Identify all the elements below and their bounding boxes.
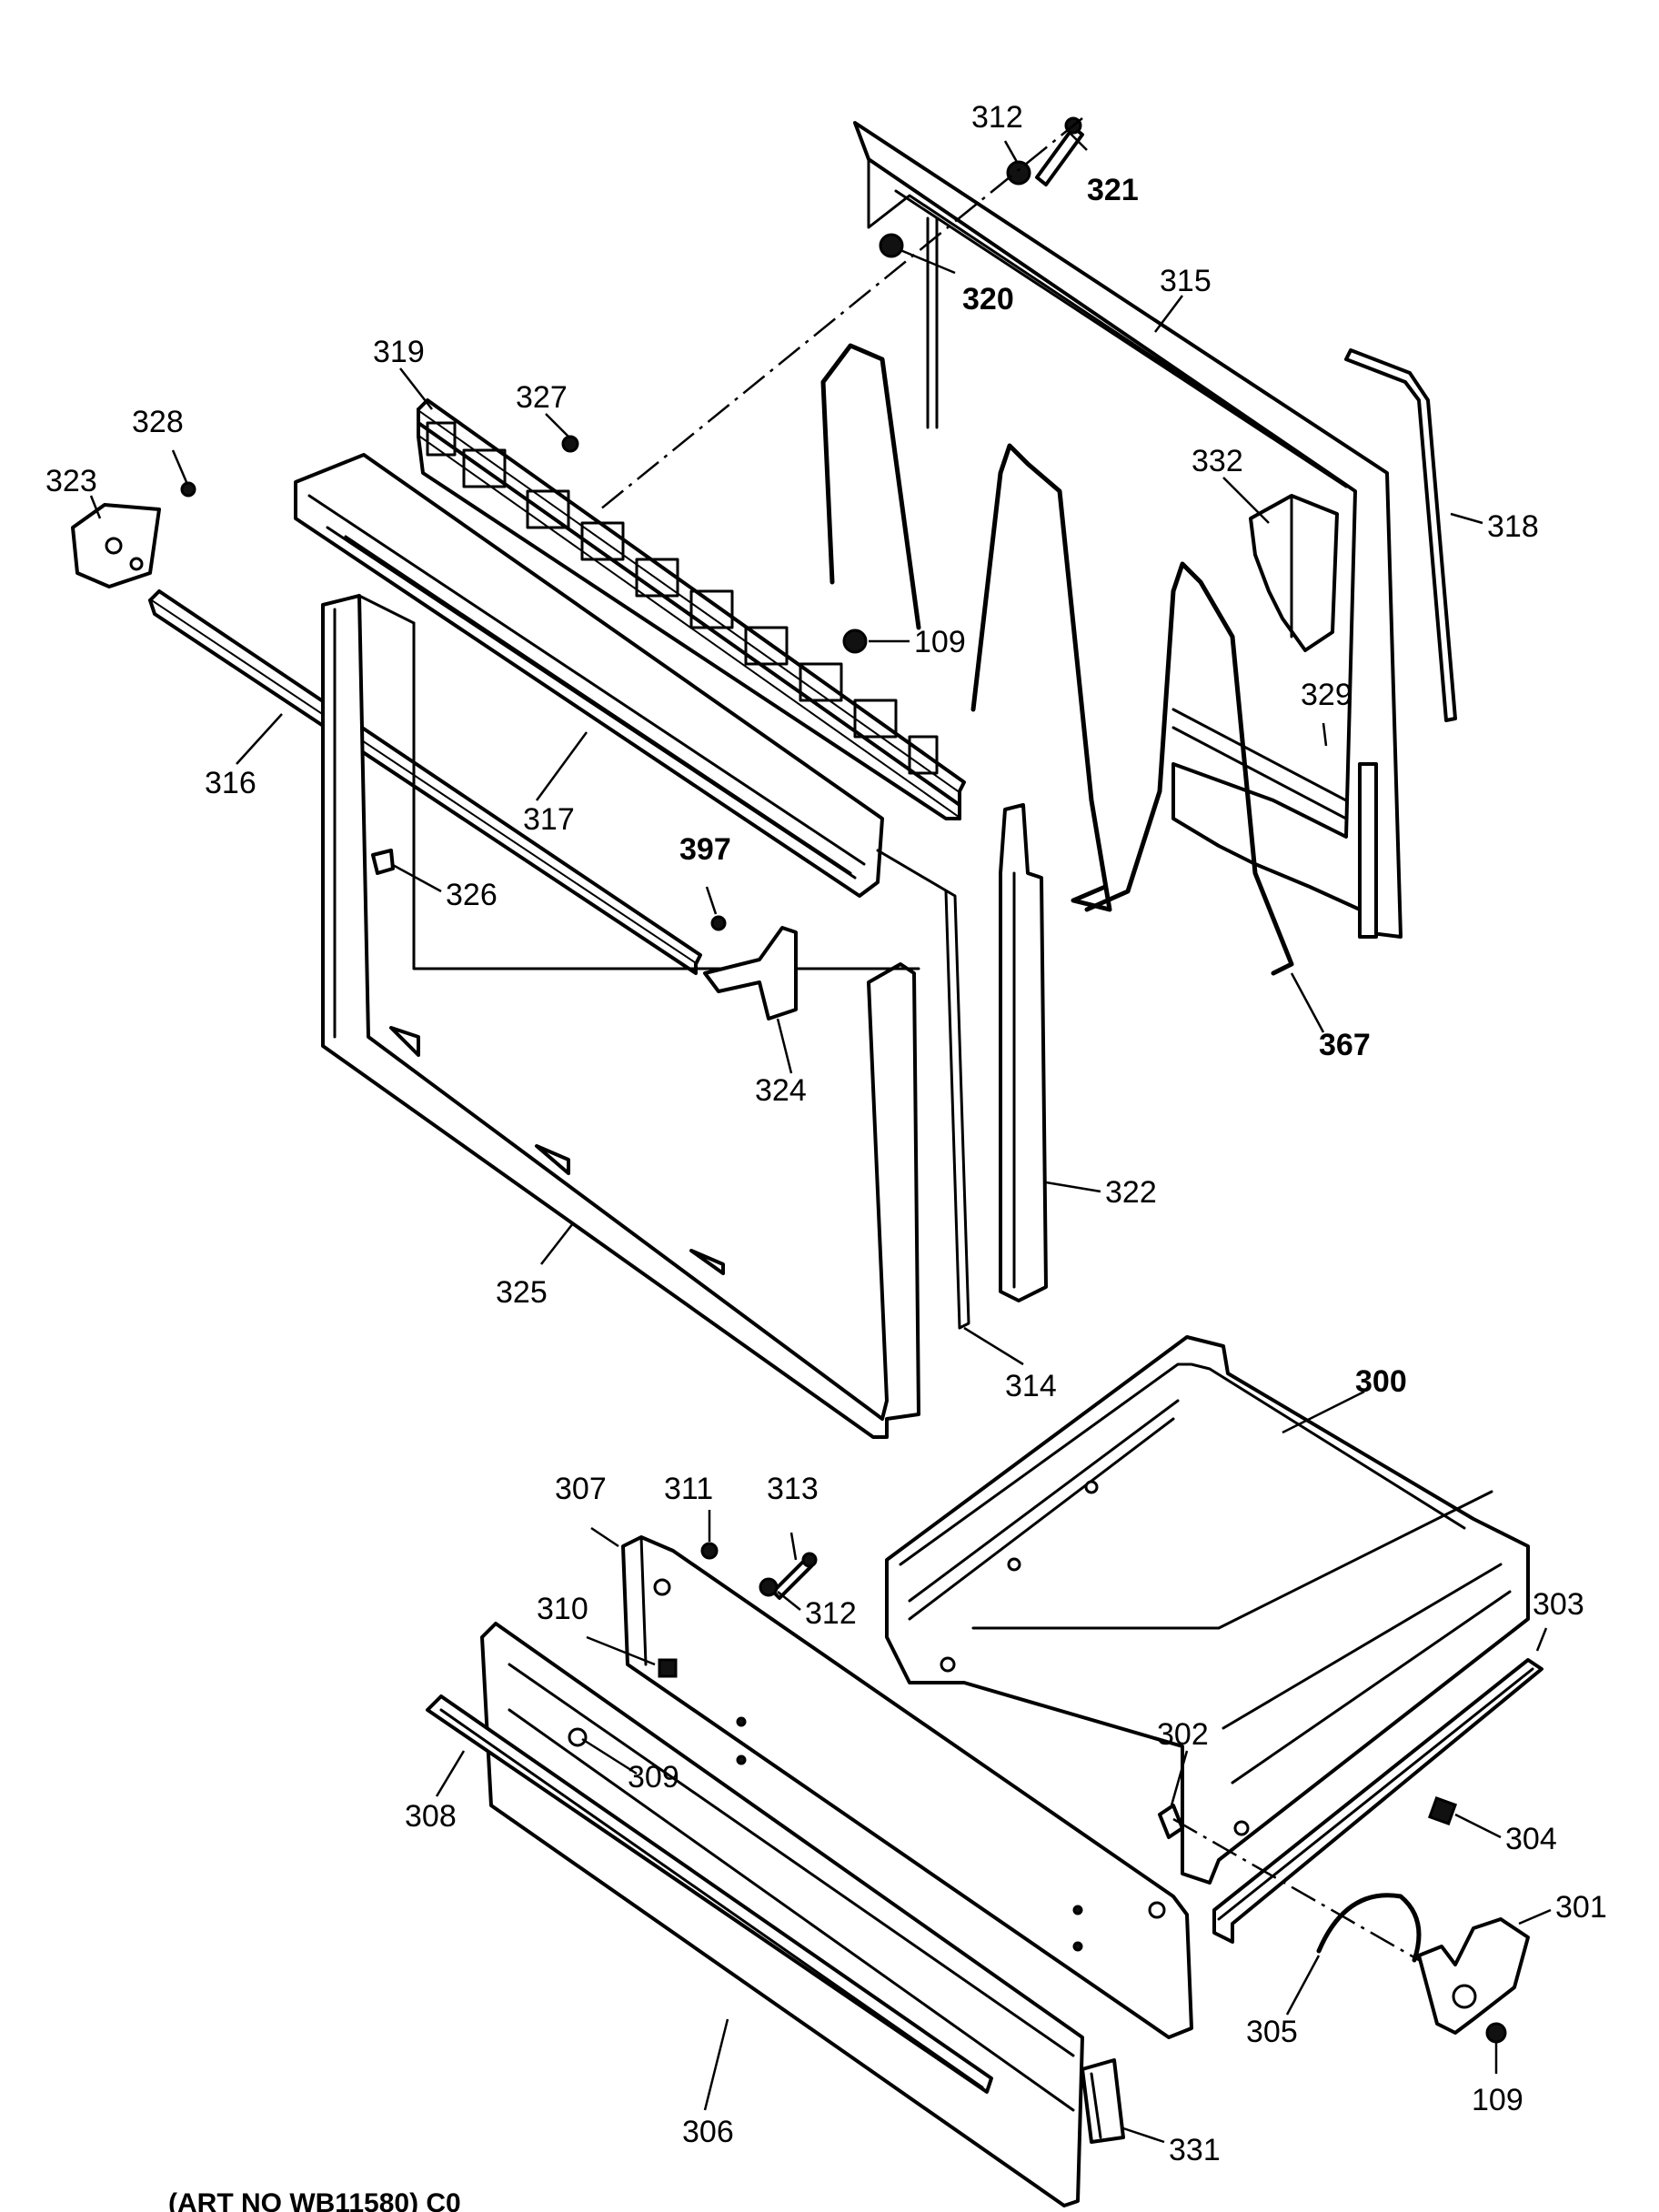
callout-303: 303 (1533, 1587, 1584, 1622)
callout-labels: 312 321 320 315 319 327 328 323 332 318 … (45, 100, 1607, 2167)
callout-109-bottom: 109 (1472, 2083, 1523, 2117)
part-319-vent-panel (417, 398, 966, 820)
callout-326: 326 (446, 878, 498, 912)
centerline-door-screw (599, 117, 1083, 510)
part-367-wire-racks (820, 343, 1294, 976)
callout-324: 324 (755, 1073, 807, 1108)
part-311-washer (700, 1542, 719, 1560)
part-109-nut-top (842, 628, 868, 654)
callout-332: 332 (1191, 444, 1243, 478)
part-315-door-panel (853, 121, 1403, 939)
part-310-spacer (658, 1658, 678, 1678)
callout-320: 320 (962, 282, 1014, 317)
part-324-latch (703, 926, 798, 1021)
callout-319: 319 (373, 335, 425, 369)
part-303-slide-rail (1212, 1658, 1543, 1944)
part-320-stud (879, 233, 904, 258)
part-312-washer-bottom (759, 1577, 779, 1597)
callout-310: 310 (537, 1592, 588, 1626)
callout-109-top: 109 (914, 625, 966, 659)
callout-327: 327 (516, 380, 568, 415)
part-304-roller (1427, 1795, 1458, 1826)
callout-318: 318 (1487, 509, 1539, 544)
callout-312-top: 312 (971, 100, 1023, 135)
part-321-screw (1035, 116, 1084, 186)
callout-307: 307 (555, 1472, 607, 1506)
centerline-drawer-pin (1172, 1817, 1420, 1962)
callout-321: 321 (1087, 173, 1139, 207)
part-323-bracket (71, 503, 161, 588)
part-307-inner-panel (621, 1535, 1193, 2039)
part-331-bracket (1081, 2058, 1125, 2144)
callout-311: 311 (664, 1472, 713, 1506)
callout-325: 325 (496, 1275, 548, 1310)
part-312-washer-top (1006, 160, 1031, 186)
callout-313: 313 (767, 1472, 819, 1506)
part-313-screw (771, 1552, 818, 1600)
callout-367: 367 (1319, 1028, 1371, 1062)
callout-328: 328 (132, 405, 184, 439)
callout-315: 315 (1160, 264, 1212, 298)
callout-316: 316 (205, 766, 256, 800)
callout-306: 306 (682, 2115, 734, 2149)
part-325-door-frame (321, 594, 920, 1439)
part-302-pin (1158, 1804, 1184, 1839)
part-109-nut-bottom (1485, 2022, 1507, 2044)
callout-397: 397 (679, 832, 731, 867)
leader-lines (89, 131, 1552, 2144)
part-327-clip (561, 435, 579, 453)
part-301-rear-bracket (1417, 1917, 1530, 2035)
part-308-handle (426, 1694, 993, 2094)
part-328-screw (180, 481, 196, 498)
part-332-insulation (1249, 494, 1339, 652)
part-309-screw (568, 1727, 588, 1747)
callout-305: 305 (1246, 2015, 1298, 2049)
part-322-side-channel (999, 803, 1048, 1302)
part-306-drawer-front (480, 1622, 1084, 2207)
callout-308: 308 (405, 1799, 457, 1834)
part-300-drawer (885, 1335, 1530, 1885)
callout-314: 314 (1005, 1369, 1057, 1403)
part-317-vent-trim (294, 453, 884, 898)
art-number-note: (ART NO WB11580) C0 (168, 2188, 461, 2212)
callout-323: 323 (45, 464, 97, 498)
part-397-screw (710, 915, 727, 931)
part-318-gasket (1344, 348, 1457, 722)
callout-331: 331 (1169, 2133, 1221, 2167)
callout-304: 304 (1505, 1822, 1557, 1856)
callout-309: 309 (628, 1760, 679, 1795)
callout-317: 317 (523, 802, 575, 837)
callout-302: 302 (1157, 1717, 1209, 1752)
callout-300: 300 (1355, 1364, 1407, 1399)
part-305-spring (1316, 1893, 1422, 1963)
callout-312-bottom: 312 (805, 1596, 857, 1631)
callout-329: 329 (1301, 678, 1352, 712)
callout-322: 322 (1105, 1175, 1157, 1210)
part-326-clip (371, 849, 395, 875)
part-314-glass (876, 849, 970, 1330)
callout-301: 301 (1555, 1890, 1607, 1925)
